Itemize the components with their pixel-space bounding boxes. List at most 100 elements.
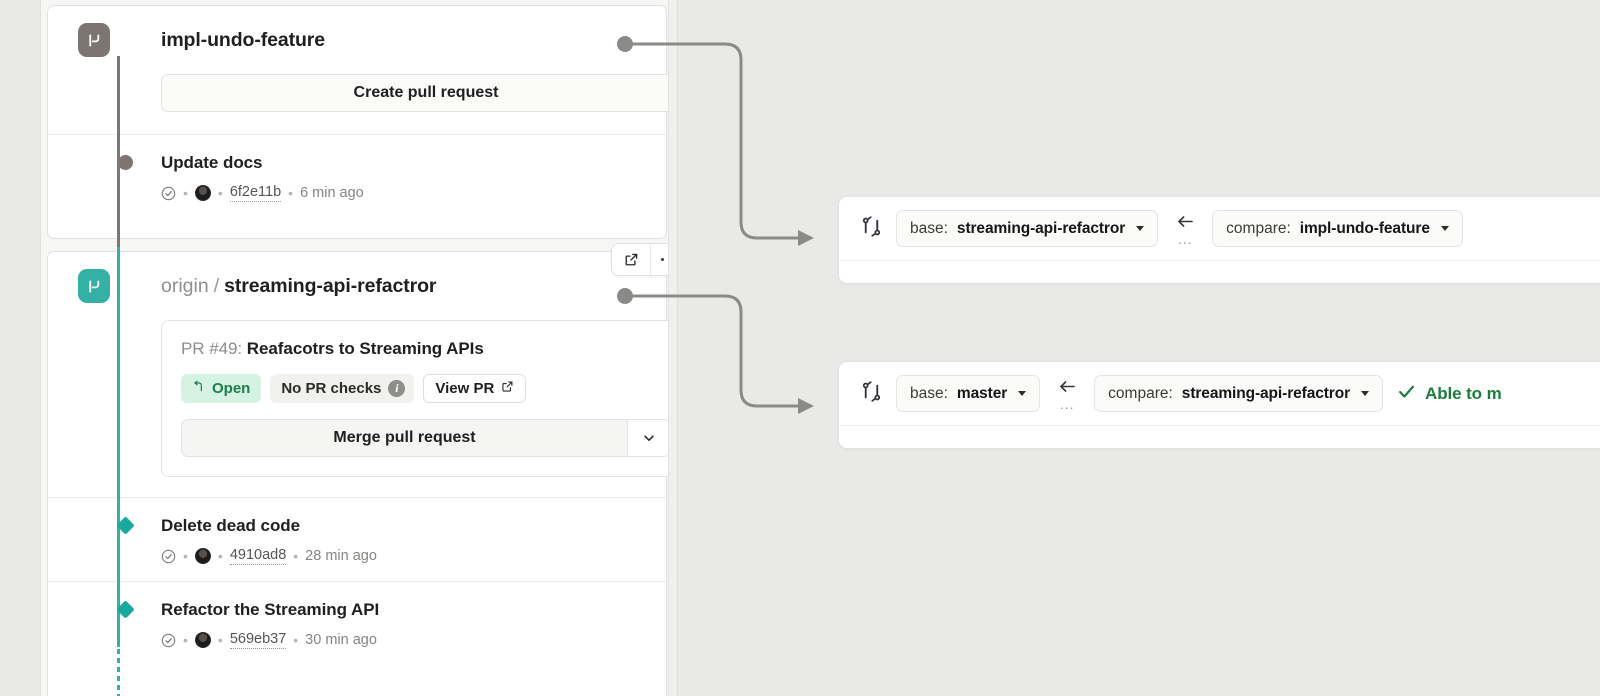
meta-separator: • (183, 548, 188, 564)
commit-row[interactable]: Refactor the Streaming API • • 569eb37 •… (48, 582, 666, 665)
chevron-down-icon (1440, 226, 1449, 231)
base-branch-select[interactable]: base: streaming-api-refactror (896, 210, 1159, 247)
compare-branch-select[interactable]: compare: streaming-api-refactror (1094, 375, 1384, 412)
view-pr-button[interactable]: View PR (423, 374, 527, 403)
merge-pull-request-split-button: Merge pull request (181, 419, 668, 457)
branch-hover-actions (611, 243, 668, 276)
commit-title: Delete dead code (161, 516, 301, 535)
meta-separator: • (183, 185, 188, 201)
graph-line-gray (117, 56, 120, 247)
avatar (194, 632, 211, 648)
branch-card-streaming-api-refactror: origin / streaming-api-refactror PR #49:… (47, 251, 668, 696)
commit-meta: • • 4910ad8 • 28 min ago (161, 547, 666, 565)
compare-toolbar: base: streaming-api-refactror ... compar… (839, 197, 1600, 261)
pr-title-row[interactable]: PR #49: Reafacotrs to Streaming APIs (181, 339, 668, 359)
arrow-left-icon (1057, 379, 1077, 399)
pull-request-card: PR #49: Reafacotrs to Streaming APIs Ope… (161, 320, 668, 477)
external-link-icon (501, 380, 514, 397)
branch-header-row[interactable]: impl-undo-feature (48, 6, 666, 74)
git-branch-icon (78, 23, 110, 57)
pr-checks-badge: No PR checks i (270, 374, 415, 403)
compare-label: compare: (1108, 384, 1173, 402)
commit-time: 30 min ago (305, 632, 377, 648)
meta-separator: • (217, 548, 223, 564)
git-compare-icon (861, 380, 882, 407)
card-divider (48, 497, 666, 498)
chevron-down-icon (1361, 391, 1370, 396)
panel-scrollbar[interactable] (668, 0, 678, 696)
pr-checks-label: No PR checks (281, 380, 382, 397)
commit-time: 28 min ago (305, 548, 377, 564)
base-label: base: (910, 384, 948, 402)
more-horizontal-icon[interactable] (650, 244, 668, 275)
check-circle-icon (161, 186, 176, 201)
compare-panel-streaming-api-refactror: base: master ... compare: streaming-api-… (838, 361, 1600, 449)
graph-line-teal (117, 247, 120, 647)
swap-dots: ... (1059, 396, 1075, 412)
base-branch-select[interactable]: base: master (896, 375, 1041, 412)
compare-branch-select[interactable]: compare: impl-undo-feature (1212, 210, 1463, 247)
commit-time: 6 min ago (300, 185, 364, 201)
branch-card-impl-undo-feature: impl-undo-feature Create pull request Up… (47, 5, 668, 239)
commit-title: Refactor the Streaming API (161, 600, 380, 619)
more-dots (660, 257, 668, 262)
commit-hash[interactable]: 569eb37 (229, 631, 287, 649)
avatar (194, 185, 211, 201)
commit-meta: • • 6f2e11b • 6 min ago (161, 184, 666, 202)
chevron-down-icon (1136, 226, 1145, 231)
swap-branches-button[interactable]: ... (1172, 214, 1198, 247)
meta-separator: • (293, 632, 299, 648)
swap-branches-button[interactable]: ... (1054, 379, 1080, 412)
card-divider (48, 581, 666, 582)
graph-line-teal-dotted (117, 647, 120, 696)
git-branch-icon (78, 269, 110, 303)
branch-header-section: impl-undo-feature Create pull request (48, 6, 668, 134)
merge-status: Able to m (1397, 382, 1502, 406)
arrow-left-icon (1175, 214, 1195, 234)
chevron-down-icon (1018, 391, 1027, 396)
branch-name: impl-undo-feature (161, 28, 326, 51)
merge-pull-request-button[interactable]: Merge pull request (181, 419, 627, 457)
merge-status-text: Able to m (1425, 383, 1502, 403)
commit-row[interactable]: Update docs • • 6f2e11b • 6 min ago (48, 135, 666, 218)
status-badge-label: Open (212, 380, 251, 397)
left-gutter (0, 0, 41, 696)
status-badge-open: Open (181, 374, 262, 403)
card-divider (48, 134, 666, 135)
compare-value: impl-undo-feature (1299, 219, 1430, 237)
check-icon (1397, 382, 1416, 406)
compare-label: compare: (1226, 219, 1291, 237)
chevron-down-icon[interactable] (627, 419, 668, 457)
avatar (194, 548, 211, 564)
meta-separator: • (183, 632, 188, 648)
branch-name: streaming-api-refactror (224, 274, 437, 297)
commit-title: Update docs (161, 153, 263, 172)
branch-separator: / (213, 274, 220, 297)
external-link-icon[interactable] (612, 244, 650, 275)
check-circle-icon (161, 549, 176, 564)
commit-hash[interactable]: 4910ad8 (229, 547, 287, 565)
compare-value: streaming-api-refactror (1181, 384, 1351, 402)
branch-header-row[interactable]: origin / streaming-api-refactror (48, 252, 666, 320)
create-pull-request-button[interactable]: Create pull request (161, 74, 668, 112)
meta-separator: • (217, 185, 223, 201)
commit-node-dot (118, 155, 133, 170)
meta-separator: • (293, 548, 299, 564)
check-circle-icon (161, 633, 176, 648)
commit-hash[interactable]: 6f2e11b (229, 184, 282, 202)
branch-remote: origin (161, 274, 209, 297)
git-compare-icon (861, 215, 882, 242)
commit-meta: • • 569eb37 • 30 min ago (161, 631, 666, 649)
pull-request-icon (192, 380, 205, 397)
swap-dots: ... (1177, 231, 1193, 247)
branch-header-section: origin / streaming-api-refactror PR #49:… (48, 252, 668, 497)
meta-separator: • (217, 632, 223, 648)
meta-separator: • (288, 185, 294, 201)
compare-toolbar: base: master ... compare: streaming-api-… (839, 362, 1600, 426)
commit-row[interactable]: Delete dead code • • 4910ad8 • 28 min ag… (48, 498, 666, 581)
branch-graph-panel[interactable]: impl-undo-feature Create pull request Up… (41, 0, 668, 696)
base-value: master (956, 384, 1008, 402)
info-icon[interactable]: i (388, 380, 406, 397)
compare-panel-impl-undo-feature: base: streaming-api-refactror ... compar… (838, 196, 1600, 284)
